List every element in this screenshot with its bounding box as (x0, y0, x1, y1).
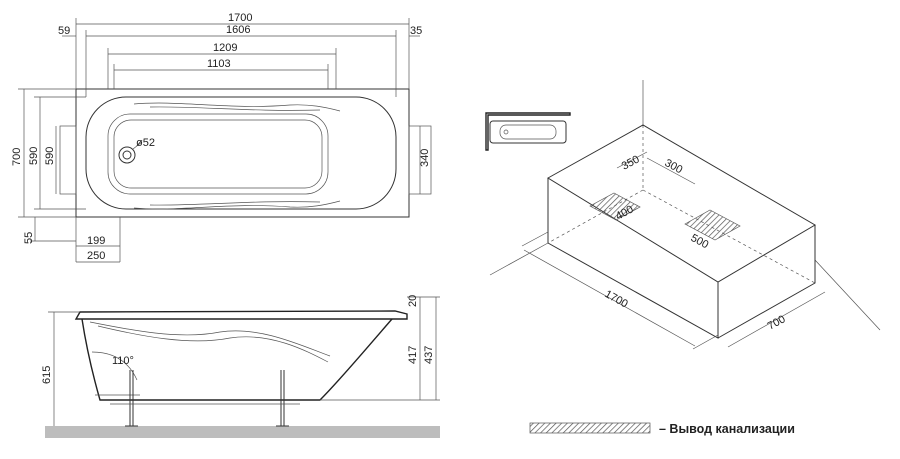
dim-total-height: 615 (41, 366, 53, 384)
legend-label: – Вывод канализации (659, 422, 795, 436)
dim-right-support: 340 (419, 149, 431, 167)
left-support (59, 125, 77, 195)
dim-basin-length: 1209 (213, 42, 237, 54)
dim-drain-diameter: ø52 (136, 137, 155, 149)
dim-inner-length: 1606 (226, 24, 250, 36)
iso-view: 350 300 400 500 1700 700 (489, 80, 881, 350)
tub-bottom (107, 113, 329, 195)
leg-right (276, 370, 289, 427)
dim-inner-width: 590 (28, 147, 40, 165)
floor (45, 426, 440, 438)
dim-drain-offset: 199 (87, 235, 105, 247)
dim-bottom-width: 590 (44, 147, 56, 165)
dim-overall-width: 700 (11, 148, 23, 166)
leg-left (125, 370, 138, 427)
dim-rim: 20 (407, 295, 419, 307)
dim-outer-depth: 437 (423, 346, 435, 364)
dim-bottom-length: 1103 (207, 58, 231, 70)
dim-iso-length: 1700 (603, 288, 630, 310)
drain-icon (118, 146, 136, 164)
installation-icon (485, 112, 571, 151)
tub-inner-basin (85, 96, 397, 210)
side-view: 110° 615 20 417 437 (41, 295, 440, 438)
legend: – Вывод канализации (529, 422, 795, 436)
tub-wave-bottom (133, 200, 341, 210)
tub-enclosure-box (547, 124, 816, 283)
dim-leg-offset: 250 (87, 250, 105, 262)
drain-zone-2 (684, 209, 741, 241)
legend-hatch-swatch (529, 422, 651, 434)
dim-right-margin: 35 (410, 25, 422, 37)
drain-zone-1 (589, 192, 641, 221)
tub-wave-top (133, 102, 341, 112)
dim-left-margin: 59 (58, 25, 70, 37)
dim-iso-drain-y: 300 (663, 157, 685, 176)
dim-overall-length: 1700 (228, 12, 252, 24)
top-view: ø52 1700 59 1606 35 1209 1103 700 59 (11, 12, 432, 263)
dim-inner-depth: 417 (407, 346, 419, 364)
dim-bottom-offset: 55 (23, 232, 35, 244)
dim-back-angle: 110° (112, 355, 134, 367)
tub-outer-rim (75, 88, 410, 218)
dim-iso-width: 700 (766, 313, 788, 332)
